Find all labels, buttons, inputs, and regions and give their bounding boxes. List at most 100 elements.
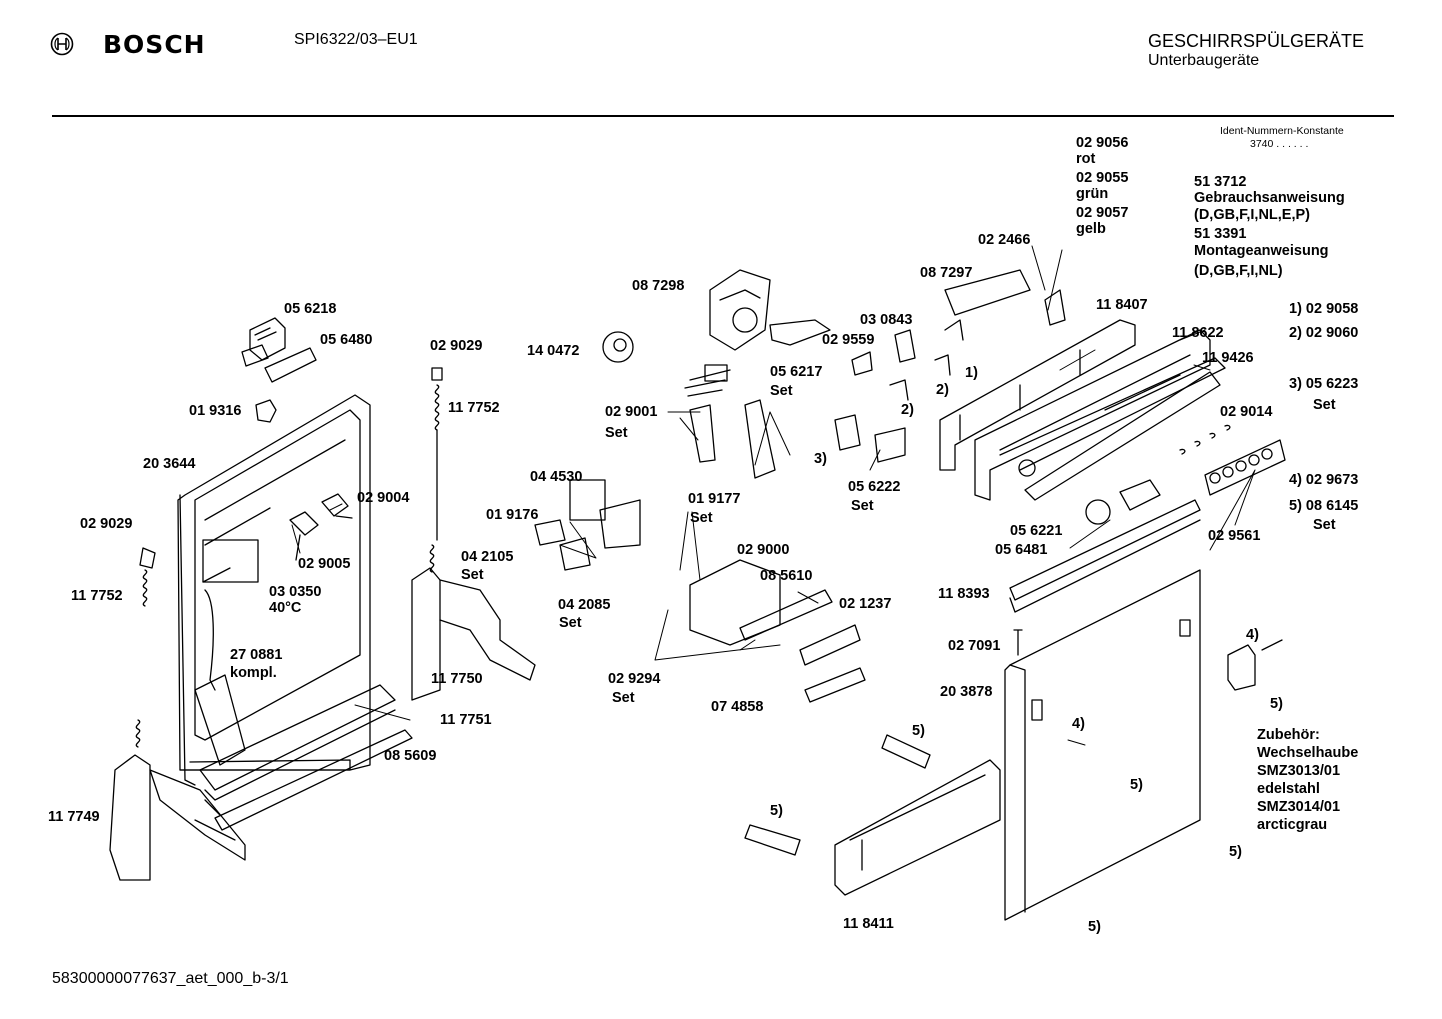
brand-name: BOSCH bbox=[103, 30, 206, 59]
label-042085: 04 2085 bbox=[558, 597, 611, 613]
screw-027091 bbox=[1013, 629, 1023, 656]
push-buttons bbox=[1179, 424, 1286, 496]
doc-line-5: Montageanweisung bbox=[1194, 243, 1329, 259]
label-270881: 27 0881 bbox=[230, 647, 283, 663]
inner-door-frame bbox=[177, 394, 371, 786]
label-117751: 11 7751 bbox=[440, 712, 492, 728]
label-019176: 01 9176 bbox=[486, 507, 539, 523]
label-030350: 03 0350 bbox=[269, 584, 322, 600]
label-set-029001: Set bbox=[605, 425, 628, 441]
label-056218: 05 6218 bbox=[284, 301, 337, 317]
hinge-spring-left bbox=[135, 547, 156, 748]
label-note1: 1) bbox=[965, 365, 978, 381]
label-note2b: 2) bbox=[901, 402, 914, 418]
leader-lines bbox=[291, 245, 1256, 746]
thermostat-switch bbox=[204, 493, 353, 691]
label-set-042085: Set bbox=[559, 615, 582, 631]
wiring-and-switch-parts bbox=[534, 269, 1066, 703]
label-056221: 05 6221 bbox=[1010, 523, 1063, 539]
label-029005: 02 9005 bbox=[298, 556, 351, 572]
hinge-spring-right bbox=[429, 367, 443, 573]
label-029001: 02 9001 bbox=[605, 404, 658, 420]
label-117749: 11 7749 bbox=[48, 809, 100, 825]
label-029014: 02 9014 bbox=[1220, 404, 1273, 420]
label-gelb: gelb bbox=[1076, 221, 1106, 237]
label-rot: rot bbox=[1076, 151, 1096, 167]
label-029561: 02 9561 bbox=[1208, 528, 1261, 544]
control-panel-housing bbox=[939, 319, 1226, 501]
label-074858: 07 4858 bbox=[711, 699, 764, 715]
label-056481: 05 6481 bbox=[995, 542, 1048, 558]
bosch-armature-icon bbox=[50, 32, 74, 56]
label-029029-left: 02 9029 bbox=[80, 516, 133, 532]
label-gruen: grün bbox=[1076, 186, 1109, 202]
legend-1: 1) 02 9058 bbox=[1289, 301, 1359, 317]
label-note5-e: 5) bbox=[1229, 844, 1242, 860]
legend-5: 5) 08 6145 bbox=[1289, 498, 1359, 514]
header-rule bbox=[52, 115, 1394, 117]
hinge-11-7749 bbox=[109, 754, 246, 881]
label-203644: 20 3644 bbox=[143, 456, 196, 472]
label-085609: 08 5609 bbox=[384, 748, 437, 764]
model-number: SPI6322/03–EU1 bbox=[294, 31, 418, 48]
hinge-11-7750 bbox=[411, 567, 536, 701]
clip-019316 bbox=[255, 399, 277, 423]
label-note5-b: 5) bbox=[912, 723, 925, 739]
label-140472: 14 0472 bbox=[527, 343, 580, 359]
label-085610: 08 5610 bbox=[760, 568, 813, 584]
label-kompl: kompl. bbox=[230, 665, 277, 681]
label-118407: 11 8407 bbox=[1096, 297, 1148, 313]
label-set-042105: Set bbox=[461, 567, 484, 583]
label-117750: 11 7750 bbox=[431, 671, 483, 687]
ident-title: Ident-Nummern-Konstante bbox=[1220, 125, 1344, 137]
label-set-056217: Set bbox=[770, 383, 793, 399]
label-042105: 04 2105 bbox=[461, 549, 514, 565]
label-029004: 02 9004 bbox=[357, 490, 410, 506]
program-motor-087298 bbox=[684, 269, 831, 397]
label-056217: 05 6217 bbox=[770, 364, 823, 380]
door-latch-assembly bbox=[241, 317, 317, 383]
label-029559: 02 9559 bbox=[822, 332, 875, 348]
bracket-4-upper bbox=[1227, 639, 1283, 691]
plinth-118411 bbox=[834, 759, 1001, 896]
label-note4-upper: 4) bbox=[1246, 627, 1259, 643]
label-note5-c: 5) bbox=[1130, 777, 1143, 793]
legend-3-set: Set bbox=[1313, 397, 1336, 413]
label-029055: 02 9055 bbox=[1076, 170, 1129, 186]
label-029056: 02 9056 bbox=[1076, 135, 1129, 151]
label-019316: 01 9316 bbox=[189, 403, 242, 419]
label-119426: 11 9426 bbox=[1202, 350, 1254, 366]
legend-4: 4) 02 9673 bbox=[1289, 472, 1359, 488]
label-021237: 02 1237 bbox=[839, 596, 892, 612]
trim-strip-118393 bbox=[1009, 499, 1201, 613]
appliance-category: GESCHIRRSPÜLGERÄTE bbox=[1148, 31, 1365, 51]
label-118393: 11 8393 bbox=[938, 586, 990, 602]
doc-line-2: Gebrauchsanweisung bbox=[1194, 190, 1345, 206]
label-029029-top: 02 9029 bbox=[430, 338, 483, 354]
label-022466: 02 2466 bbox=[978, 232, 1031, 248]
label-027091: 02 7091 bbox=[948, 638, 1001, 654]
label-056480: 05 6480 bbox=[320, 332, 373, 348]
label-note5-a: 5) bbox=[1270, 696, 1283, 712]
label-029057: 02 9057 bbox=[1076, 205, 1129, 221]
label-029294: 02 9294 bbox=[608, 671, 661, 687]
page-header: BOSCH SPI6322/03–EU1 GESCHIRRSPÜLGERÄTE … bbox=[0, 0, 1442, 120]
legend-3: 3) 05 6223 bbox=[1289, 376, 1359, 392]
front-panel-203878 bbox=[1004, 569, 1201, 921]
label-087297: 08 7297 bbox=[920, 265, 973, 281]
accessory-line-2: Wechselhaube bbox=[1257, 745, 1359, 761]
label-note5-f: 5) bbox=[1088, 919, 1101, 935]
clip-strip-mid bbox=[881, 734, 931, 769]
label-118622: 11 8622 bbox=[1172, 325, 1224, 341]
label-087298: 08 7298 bbox=[632, 278, 685, 294]
legend-2: 2) 02 9060 bbox=[1289, 325, 1359, 341]
accessory-line-6: arcticgrau bbox=[1257, 817, 1328, 833]
knob-140472 bbox=[602, 331, 634, 363]
label-note5-d: 5) bbox=[770, 803, 783, 819]
doc-line-3: (D,GB,F,I,NL,E,P) bbox=[1194, 207, 1310, 223]
label-40c: 40°C bbox=[269, 600, 302, 616]
doc-line-1: 51 3712 bbox=[1194, 174, 1247, 190]
label-note4-lower: 4) bbox=[1072, 716, 1085, 732]
inner-panel-270881 bbox=[194, 674, 246, 766]
